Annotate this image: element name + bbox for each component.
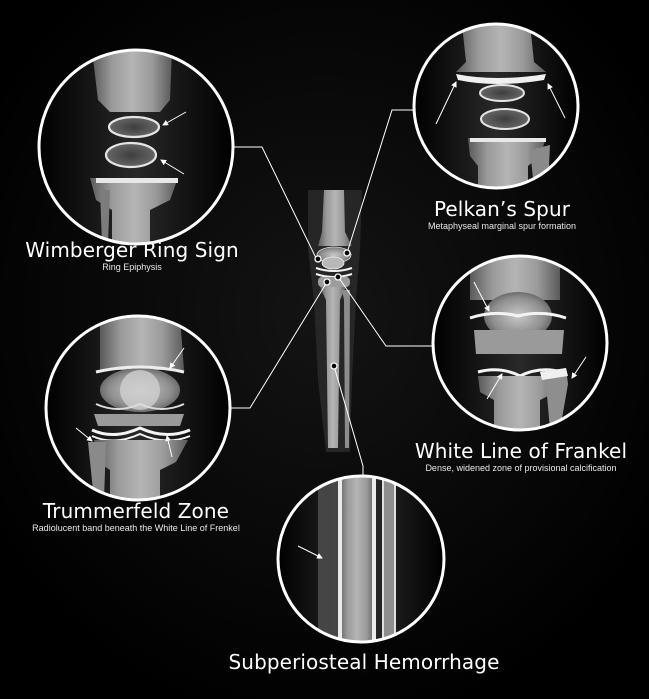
frankel-subtitle: Dense, widened zone of provisional calci…	[425, 463, 617, 473]
anchor-points	[314, 249, 351, 370]
leader-line-subperiosteal	[333, 365, 364, 478]
anchor-subperiosteal	[330, 362, 338, 370]
anchor-trummerfeld	[323, 278, 331, 286]
subperiosteal-title: Subperiosteal Hemorrhage	[228, 650, 500, 674]
trummerfeld-subtitle: Radiolucent band beneath the White Line …	[32, 523, 240, 533]
anchor-frankel	[334, 273, 342, 281]
leader-line-trummerfeld	[228, 281, 328, 409]
leader-line-pelkan	[346, 109, 414, 254]
leader-line-frankel	[338, 277, 433, 347]
leader-line-wimberger	[228, 146, 317, 259]
anchor-wimberger	[314, 255, 322, 263]
frankel-magnifier	[431, 254, 609, 432]
anchor-pelkan	[343, 249, 351, 257]
pelkan-subtitle: Metaphyseal marginal spur formation	[427, 221, 577, 231]
frankel-title: White Line of Frankel	[414, 439, 628, 463]
wimberger-magnifier	[37, 48, 235, 246]
pelkan-label: Pelkan’s Spur Metaphyseal marginal spur …	[428, 198, 576, 232]
subperiosteal-magnifier	[276, 474, 446, 644]
pelkan-magnifier	[412, 22, 580, 190]
wimberger-label: Wimberger Ring Sign Ring Epiphysis	[25, 239, 239, 273]
frankel-label: White Line of Frankel Dense, widened zon…	[415, 440, 627, 474]
wimberger-title: Wimberger Ring Sign	[25, 238, 239, 262]
trummerfeld-label: Trummerfeld Zone Radiolucent band beneat…	[32, 500, 240, 534]
subperiosteal-label: Subperiosteal Hemorrhage	[229, 651, 500, 673]
leader-lines	[228, 109, 433, 478]
pelkan-title: Pelkan’s Spur	[433, 197, 571, 221]
wimberger-subtitle: Ring Epiphysis	[102, 262, 162, 272]
trummerfeld-title: Trummerfeld Zone	[42, 499, 230, 523]
trummerfeld-magnifier	[44, 314, 232, 502]
